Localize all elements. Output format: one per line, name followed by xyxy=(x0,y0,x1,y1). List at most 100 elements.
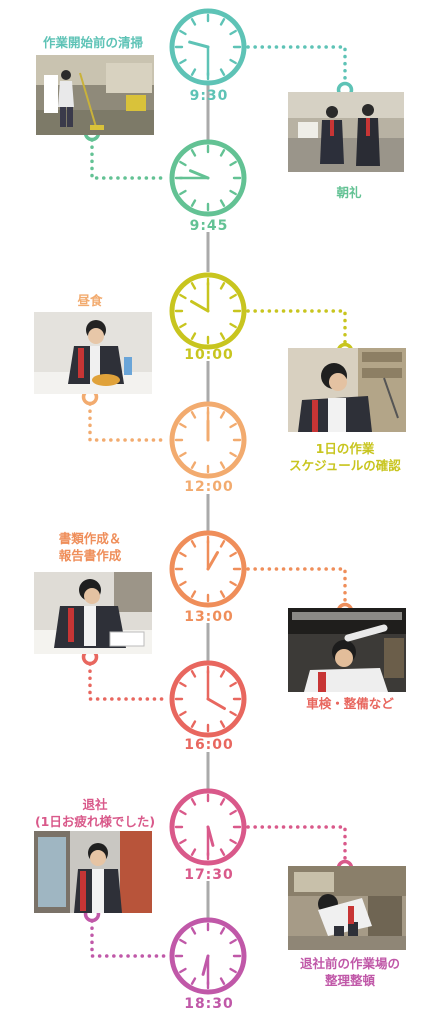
clock-tick xyxy=(229,838,237,845)
clock-tick xyxy=(219,411,226,419)
clock-tick xyxy=(179,422,187,429)
time-label: 16:00 xyxy=(184,737,234,753)
paperwork-photo xyxy=(34,572,152,654)
time-label: 12:00 xyxy=(184,479,234,495)
clock-tick xyxy=(190,461,197,469)
time-label: 10:00 xyxy=(184,347,234,363)
connector-left xyxy=(88,402,168,442)
clock-icon xyxy=(169,139,247,217)
clock-tick xyxy=(219,332,226,340)
clock-tick xyxy=(229,160,237,167)
clock-tick xyxy=(190,720,197,728)
clock-tick xyxy=(190,927,197,935)
clock-tick xyxy=(190,848,197,856)
clock-tick xyxy=(219,720,226,728)
clock-tick xyxy=(229,938,237,945)
time-label: 9:45 xyxy=(189,218,229,234)
clock-tick xyxy=(190,670,197,678)
clock-tick xyxy=(179,451,187,458)
clock-tick xyxy=(229,422,237,429)
clock-tick xyxy=(179,58,187,65)
clock-tick xyxy=(179,322,187,329)
clock-icon xyxy=(169,401,247,479)
clock-icon xyxy=(169,917,247,995)
activity-label: 朝礼 xyxy=(336,185,362,200)
connector-left xyxy=(88,662,168,701)
clock-tick xyxy=(219,798,226,806)
clock-tick xyxy=(190,199,197,207)
clock-tick xyxy=(190,977,197,985)
activity-label: 退社前の作業場の 整理整頓 xyxy=(299,956,400,988)
clock-tick xyxy=(179,293,187,300)
clock-tick xyxy=(229,809,237,816)
clock-tick xyxy=(219,461,226,469)
clock-tick xyxy=(229,967,237,974)
clock-hour-hand xyxy=(206,551,219,571)
clock-tick xyxy=(179,29,187,36)
clock-tick xyxy=(219,149,226,157)
cleaning-photo xyxy=(36,55,154,135)
clock-tick xyxy=(179,938,187,945)
clock-tick xyxy=(219,927,226,935)
clock-icon xyxy=(169,272,247,350)
clock-tick xyxy=(219,670,226,678)
clock-tick xyxy=(190,411,197,419)
time-label: 18:30 xyxy=(184,996,234,1012)
clock-tick xyxy=(229,58,237,65)
connector-right xyxy=(246,309,347,346)
clock-icon xyxy=(169,660,247,738)
clock-hour-hand xyxy=(188,40,210,49)
clock-tick xyxy=(179,551,187,558)
clock-tick xyxy=(229,29,237,36)
clock-tick xyxy=(179,809,187,816)
clock-tick xyxy=(179,838,187,845)
clock-tick xyxy=(229,451,237,458)
clock-tick xyxy=(219,977,226,985)
clock-tick xyxy=(229,322,237,329)
clock-tick xyxy=(219,540,226,548)
connector-left xyxy=(90,919,168,958)
morning-meeting-photo xyxy=(288,92,404,172)
activity-label: 1日の作業 スケジュールの確認 xyxy=(289,441,401,473)
clock-tick xyxy=(229,710,237,717)
clock-tick xyxy=(179,710,187,717)
clock-tick xyxy=(179,681,187,688)
clock-tick xyxy=(179,189,187,196)
leaving-photo xyxy=(34,831,152,913)
clock-tick xyxy=(219,848,226,856)
clock-tick xyxy=(190,18,197,26)
clock-tick xyxy=(219,18,226,26)
clock-hour-hand xyxy=(190,300,210,313)
schedule-check-photo xyxy=(288,348,406,432)
activity-label: 車検・整備など xyxy=(306,696,394,711)
clock-tick xyxy=(229,293,237,300)
clock-tick xyxy=(190,540,197,548)
connector-right xyxy=(246,825,347,863)
connector-right xyxy=(246,567,347,606)
clock-icon xyxy=(169,530,247,608)
clock-tick xyxy=(219,68,226,76)
time-label: 9:30 xyxy=(189,88,229,104)
activity-label: 書類作成＆ 報告書作成 xyxy=(58,531,122,563)
clock-icon xyxy=(169,788,247,866)
clock-tick xyxy=(229,551,237,558)
activity-label: 退社 (1日お疲れ様でした) xyxy=(34,797,156,829)
time-label: 13:00 xyxy=(184,609,234,625)
clock-tick xyxy=(190,798,197,806)
clock-hour-hand xyxy=(206,697,226,710)
clock-tick xyxy=(179,160,187,167)
clock-tick xyxy=(190,149,197,157)
tidying-photo xyxy=(288,866,406,950)
time-label: 17:30 xyxy=(184,867,234,883)
clock-tick xyxy=(219,590,226,598)
clock-tick xyxy=(219,199,226,207)
clock-icon xyxy=(169,8,247,86)
clock-tick xyxy=(190,282,197,290)
clock-tick xyxy=(190,332,197,340)
connector-right xyxy=(246,45,347,85)
clock-tick xyxy=(190,68,197,76)
clock-tick xyxy=(190,590,197,598)
clock-tick xyxy=(219,282,226,290)
clock-tick xyxy=(229,681,237,688)
clock-tick xyxy=(229,580,237,587)
